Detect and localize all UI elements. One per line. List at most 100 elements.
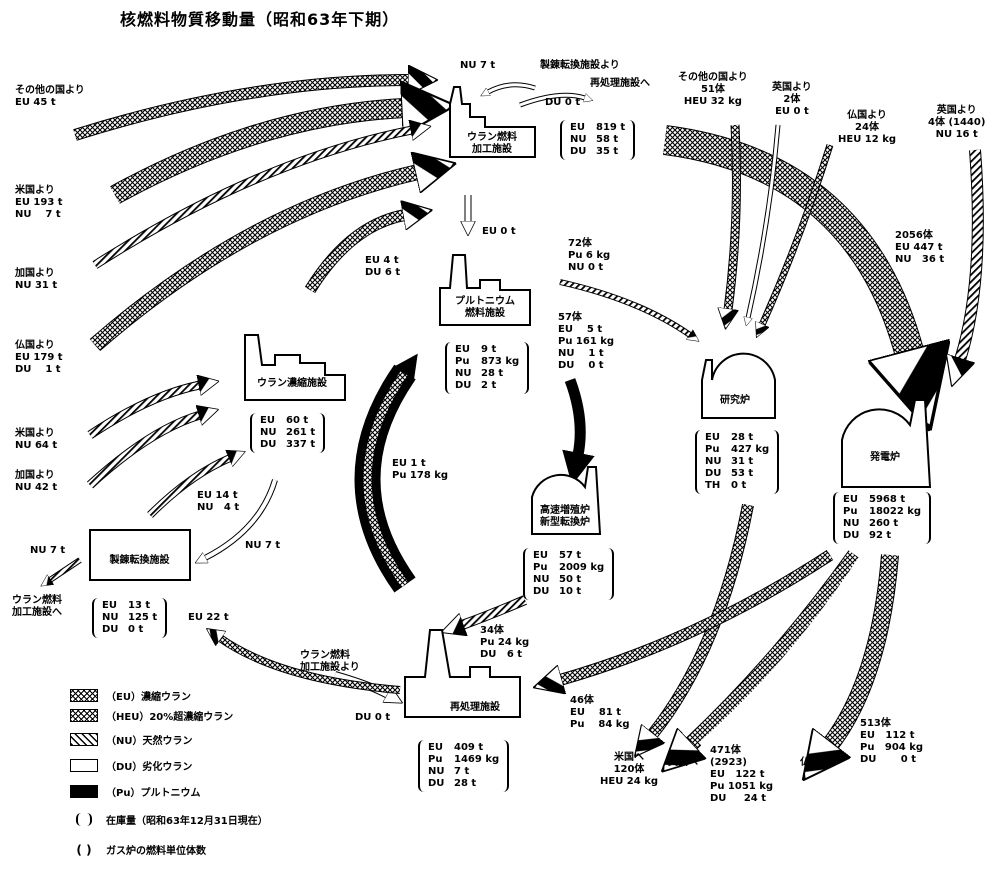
inventory-key: Pu	[843, 506, 858, 517]
inventory-value: 261 t	[286, 427, 316, 438]
inventory-key: DU	[843, 530, 860, 541]
inventory-value: 7 t	[454, 766, 470, 777]
legend-swatch-icon: ( )	[76, 843, 92, 857]
inventory-row: NU 7 t	[428, 766, 499, 778]
inventory-key: EU	[102, 600, 117, 611]
flow-label: 513体 EU 112 t Pu 904 kg DU 0 t	[860, 718, 924, 765]
flow-label: 米国より NU 64 t	[15, 428, 58, 451]
inventory-value: 0 t	[128, 624, 144, 635]
enrichment-label: ウラン濃縮施設	[257, 378, 327, 389]
inventory-value: 9 t	[481, 344, 497, 355]
legend-item: （HEU）20%超濃縮ウラン	[70, 708, 233, 723]
flow-label: 米国へ 120体 HEU 24 kg	[600, 752, 659, 787]
inventory-key: EU	[428, 742, 443, 753]
inventory-key: DU	[260, 439, 277, 450]
inventory-value: 13 t	[128, 600, 151, 611]
flow-label: 加国より NU 31 t	[15, 268, 58, 291]
legend-text: （NU）天然ウラン	[106, 736, 193, 747]
legend-text: （Pu）プルトニウム	[106, 788, 201, 799]
legend-swatch-icon	[70, 785, 98, 798]
inventory-value: 35 t	[596, 146, 619, 157]
flow-label: 再処理施設へ	[590, 78, 650, 89]
flow-label: その他の国より 51体 HEU 32 kg	[678, 72, 748, 107]
flow-label: EU 4 t DU 6 t	[365, 255, 401, 278]
inventory-key: EU	[705, 432, 720, 443]
legend-item: 在庫量（昭和63年12月31日現在）	[70, 812, 268, 827]
flow-label: DU 0 t	[355, 712, 391, 723]
flow-label: 仏国より EU 179 t DU 1 t	[15, 340, 63, 375]
inventory-value: 2 t	[481, 380, 497, 391]
inventory-key: Pu	[455, 356, 470, 367]
fbr-building-icon	[531, 466, 602, 535]
legend-swatch-icon	[70, 709, 98, 722]
research-building-icon	[701, 352, 776, 419]
inventory-value: 18022 kg	[869, 506, 922, 517]
inventory-key: NU	[428, 766, 445, 777]
inventory-value: 57 t	[559, 550, 582, 561]
inventory-value: 819 t	[596, 122, 626, 133]
inventory-value: 58 t	[596, 134, 619, 145]
flow-label: NU 7 t	[245, 540, 281, 551]
inventory-key: DU	[428, 778, 445, 789]
flow-label: EU 14 t NU 4 t	[197, 490, 240, 513]
inventory-value: 260 t	[869, 518, 899, 529]
flow-label: 英国へ	[668, 757, 698, 768]
flow-label: 仏国より 24体 HEU 12 kg	[838, 110, 897, 145]
flow-label: ウラン燃料 加工施設より	[300, 650, 360, 673]
inventory-key: NU	[570, 134, 587, 145]
inventory-key: Pu	[428, 754, 443, 765]
inventory-key: NU	[455, 368, 472, 379]
legend-item: （DU）劣化ウラン	[70, 758, 192, 773]
legend-text: （EU）濃縮ウラン	[106, 692, 191, 703]
flow-label: 72体 Pu 6 kg NU 0 t	[568, 238, 611, 273]
fbr-label: 高速増殖炉 新型転換炉	[540, 505, 590, 528]
inventory-value: 50 t	[559, 574, 582, 585]
flow-label: EU 1 t Pu 178 kg	[392, 458, 449, 481]
flow-label: 英国より 2体 EU 0 t	[772, 82, 812, 117]
reprocessing-building-icon	[404, 629, 521, 718]
flow-label: NU 7 t	[30, 545, 66, 556]
flow-label: 米国より EU 193 t NU 7 t	[15, 185, 63, 220]
flow-label: 471体 (2923) EU 122 t Pu 1051 kg DU 24 t	[710, 745, 774, 804]
inventory-key: EU	[570, 122, 585, 133]
inventory-value: 28 t	[731, 432, 754, 443]
flow-label: 英国より 4体 (1440) NU 16 t	[928, 105, 986, 140]
inventory-row: Pu 18022 kg	[843, 506, 921, 518]
flow-label: 製錬転換施設より	[540, 60, 620, 71]
inventory-key: NU	[533, 574, 550, 585]
inventory-key: NU	[843, 518, 860, 529]
legend-item: （Pu）プルトニウム	[70, 784, 200, 799]
inventory-row: DU 2 t	[455, 380, 519, 392]
research-label: 研究炉	[720, 395, 750, 406]
pu-fuel-building-icon	[439, 254, 531, 326]
inventory-key: EU	[455, 344, 470, 355]
inventory-key: DU	[455, 380, 472, 391]
inventory-value: 53 t	[731, 468, 754, 479]
power-label: 発電炉	[870, 452, 900, 463]
fabrication-building-icon	[449, 86, 536, 158]
legend-text: 在庫量（昭和63年12月31日現在）	[106, 816, 268, 827]
flow-label: DU 0 t	[545, 97, 581, 108]
inventory-key: Pu	[705, 444, 720, 455]
flow-label: 46体 EU 81 t Pu 84 kg	[570, 695, 630, 730]
inventory-value: 10 t	[559, 586, 582, 597]
legend-swatch-icon	[70, 733, 98, 746]
